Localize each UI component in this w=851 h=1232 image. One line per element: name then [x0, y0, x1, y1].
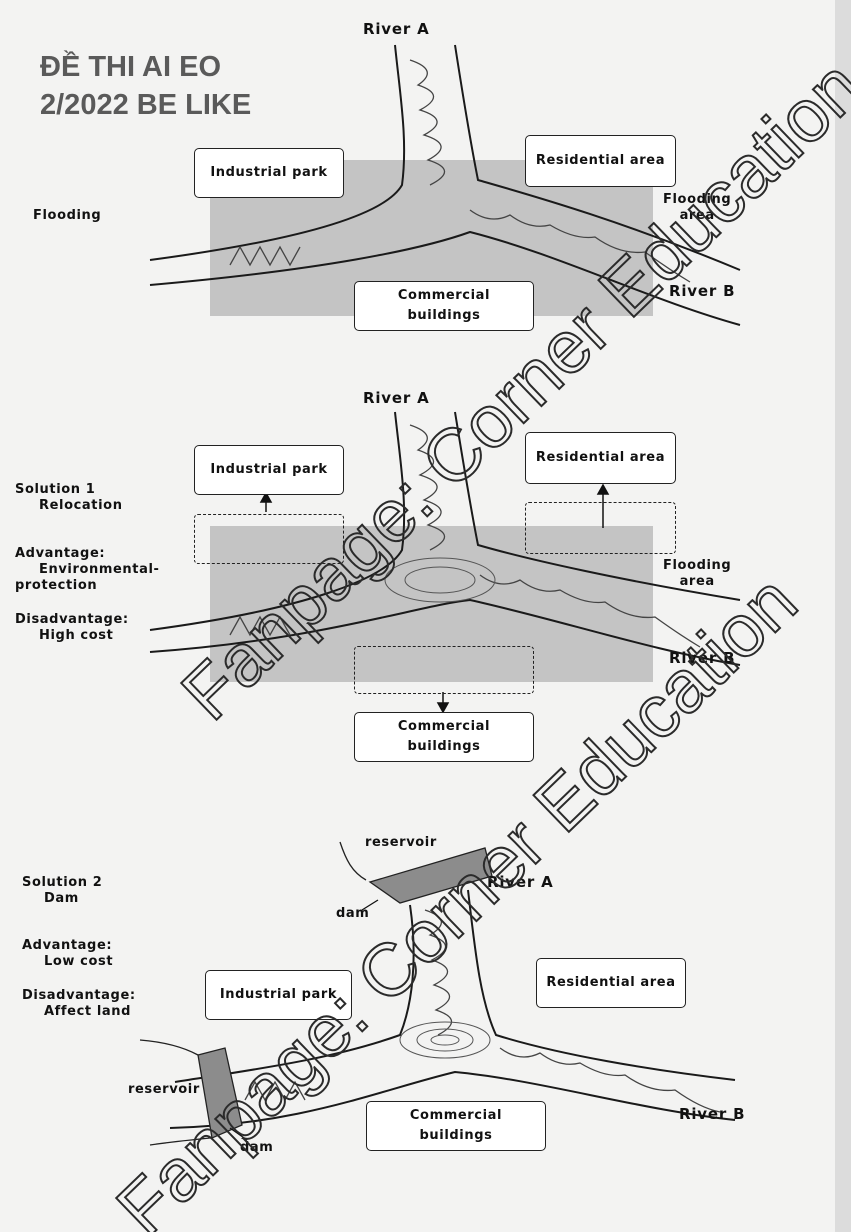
- whirlpool-2: [384, 557, 496, 603]
- dam-left: [197, 1047, 243, 1139]
- river-system-2: [149, 411, 741, 666]
- river-a-texture-2: [409, 424, 446, 551]
- river-b-texture-3: [244, 1047, 721, 1113]
- reservoir-left-shore: [139, 1039, 199, 1056]
- flooding-label-1: Flooding: [33, 208, 102, 223]
- whirlpool-3: [399, 1021, 491, 1059]
- dam-label-top: dam: [336, 906, 370, 921]
- meme-title-line1: ĐỀ THI AI EO: [40, 51, 221, 83]
- reservoir-label-top: reservoir: [365, 835, 437, 850]
- river-a-label-2: River A: [363, 389, 430, 407]
- flooding-area-label-1: Flooding area: [663, 192, 732, 223]
- river-a-texture-1: [409, 59, 446, 186]
- river-system-1: [149, 44, 741, 326]
- river-a-texture-3: [424, 909, 453, 1036]
- commercial-buildings-box-2: Commercial buildings: [354, 712, 534, 762]
- river-b-label-2: River B: [669, 649, 736, 667]
- solution1-advantage: Advantage: Environmental- protection: [15, 546, 160, 593]
- river-b-label-3: River B: [679, 1105, 746, 1123]
- solution2-label: Solution 2 Dam: [22, 875, 103, 906]
- residential-area-box-1: Residential area: [525, 135, 676, 187]
- meme-title-line2: 2/2022 BE LIKE: [40, 89, 252, 121]
- industrial-park-box-1: Industrial park: [194, 148, 344, 198]
- solution2-disadvantage: Disadvantage: Affect land: [22, 988, 136, 1019]
- industrial-park-box-2: Industrial park: [194, 445, 344, 495]
- commercial-buildings-old-site: [354, 646, 534, 694]
- river-b-texture-2: [229, 574, 701, 648]
- reservoir-label-left: reservoir: [128, 1082, 200, 1097]
- river-a-label-1: River A: [363, 20, 430, 38]
- residential-area-box-2: Residential area: [525, 432, 676, 484]
- flood-area-shading-2: [210, 526, 653, 682]
- dam-top: [368, 847, 493, 904]
- solution1-label: Solution 1 Relocation: [15, 482, 123, 513]
- commercial-buildings-box-1: Commercial buildings: [354, 281, 534, 331]
- dam-label-left: dam: [240, 1140, 274, 1155]
- page-edge: [835, 0, 851, 1232]
- reservoir-top-shore: [339, 841, 367, 881]
- river-a-label-3: River A: [487, 873, 554, 891]
- commercial-buildings-box-3: Commercial buildings: [366, 1101, 546, 1151]
- relocation-arrows: [259, 483, 610, 714]
- solution2-advantage: Advantage: Low cost: [22, 938, 114, 969]
- residential-area-old-site: [525, 502, 676, 554]
- flooding-area-label-2: Flooding area: [663, 558, 732, 589]
- reservoir-left-shore-lower: [149, 1137, 211, 1146]
- residential-area-box-3: Residential area: [536, 958, 686, 1008]
- river-b-texture-1: [229, 209, 691, 283]
- industrial-park-old-site: [194, 514, 344, 564]
- river-b-label-1: River B: [669, 282, 736, 300]
- river-system-3: [169, 889, 736, 1129]
- industrial-park-box-3: Industrial park: [205, 970, 352, 1020]
- solution1-disadvantage: Disadvantage: High cost: [15, 612, 129, 643]
